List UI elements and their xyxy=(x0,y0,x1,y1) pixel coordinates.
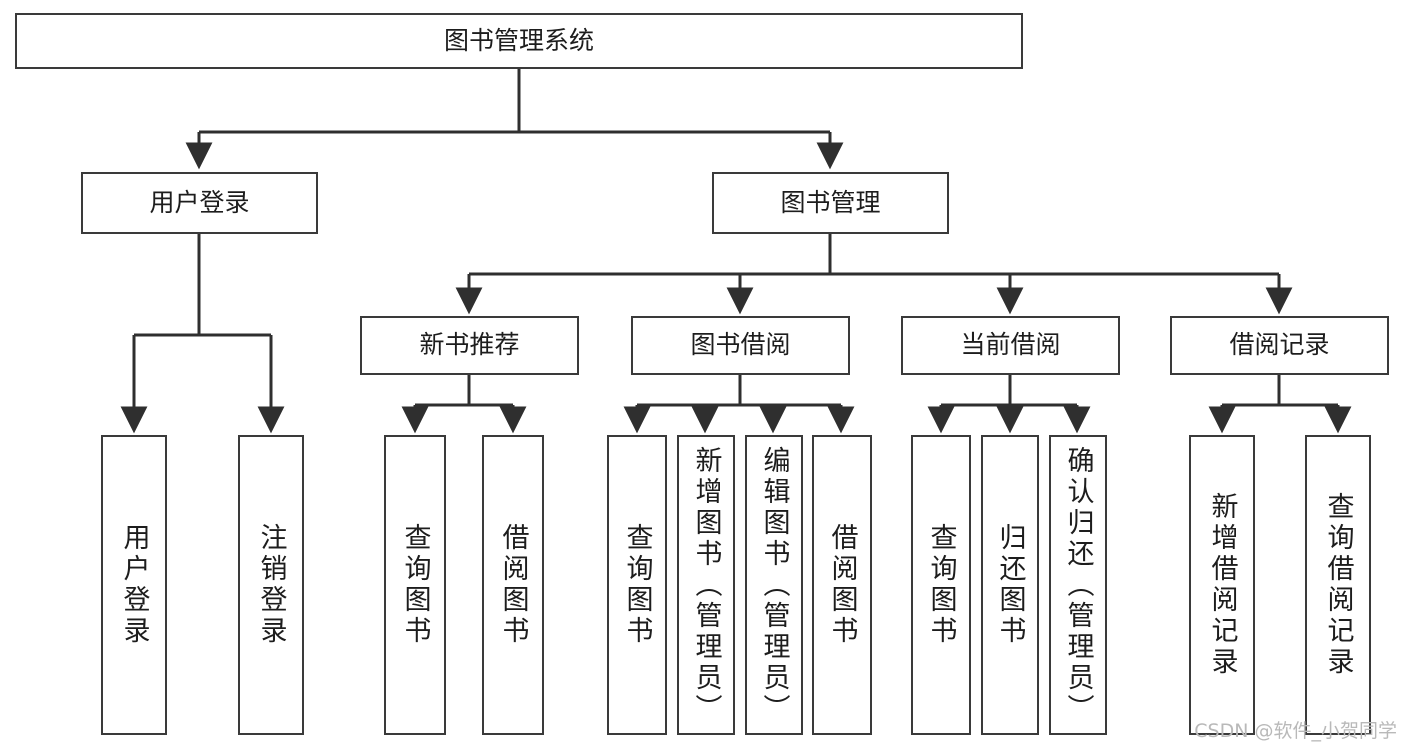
node-leaf-confirm-return[interactable]: 确认归还（管理员） xyxy=(1049,435,1107,735)
node-borrow-record[interactable]: 借阅记录 xyxy=(1170,316,1389,375)
node-label: 借阅记录 xyxy=(1229,330,1330,360)
node-label: 借阅图书 xyxy=(497,523,529,647)
node-label: 查询图书 xyxy=(399,523,431,647)
node-label: 归还图书 xyxy=(994,523,1026,647)
node-leaf-borrow-book-2[interactable]: 借阅图书 xyxy=(812,435,872,735)
node-book-manage[interactable]: 图书管理 xyxy=(712,172,949,234)
node-label: 编辑图书（管理员） xyxy=(758,445,790,725)
node-label: 确认归还（管理员） xyxy=(1062,445,1094,725)
node-user-login[interactable]: 用户登录 xyxy=(81,172,318,234)
node-leaf-query-book-1[interactable]: 查询图书 xyxy=(384,435,446,735)
node-label: 查询图书 xyxy=(925,523,957,647)
node-label: 用户登录 xyxy=(149,187,250,217)
node-label: 图书管理系统 xyxy=(443,25,594,55)
node-new-book-recommend[interactable]: 新书推荐 xyxy=(360,316,579,375)
node-label: 图书管理 xyxy=(780,187,881,217)
node-label: 新书推荐 xyxy=(419,330,520,360)
node-root-system[interactable]: 图书管理系统 xyxy=(15,13,1023,69)
node-leaf-query-book-2[interactable]: 查询图书 xyxy=(607,435,667,735)
csdn-watermark: CSDN @软件_小贺同学 xyxy=(1194,720,1397,742)
node-leaf-logout[interactable]: 注销登录 xyxy=(238,435,304,735)
node-leaf-add-record[interactable]: 新增借阅记录 xyxy=(1189,435,1255,735)
node-leaf-return-book[interactable]: 归还图书 xyxy=(981,435,1039,735)
node-leaf-borrow-book-1[interactable]: 借阅图书 xyxy=(482,435,544,735)
node-label: 新增借阅记录 xyxy=(1206,492,1238,678)
node-leaf-query-book-3[interactable]: 查询图书 xyxy=(911,435,971,735)
node-book-borrow[interactable]: 图书借阅 xyxy=(631,316,850,375)
node-label: 当前借阅 xyxy=(960,330,1061,360)
node-label: 注销登录 xyxy=(255,523,287,647)
node-leaf-user-login[interactable]: 用户登录 xyxy=(101,435,167,735)
node-leaf-query-record[interactable]: 查询借阅记录 xyxy=(1305,435,1371,735)
node-label: 用户登录 xyxy=(118,523,150,647)
node-label: 图书借阅 xyxy=(690,330,791,360)
node-label: 查询借阅记录 xyxy=(1322,492,1354,678)
node-leaf-add-book[interactable]: 新增图书（管理员） xyxy=(677,435,735,735)
node-label: 查询图书 xyxy=(621,523,653,647)
node-leaf-edit-book[interactable]: 编辑图书（管理员） xyxy=(745,435,803,735)
node-current-borrow[interactable]: 当前借阅 xyxy=(901,316,1120,375)
node-label: 借阅图书 xyxy=(826,523,858,647)
node-label: 新增图书（管理员） xyxy=(690,445,722,725)
